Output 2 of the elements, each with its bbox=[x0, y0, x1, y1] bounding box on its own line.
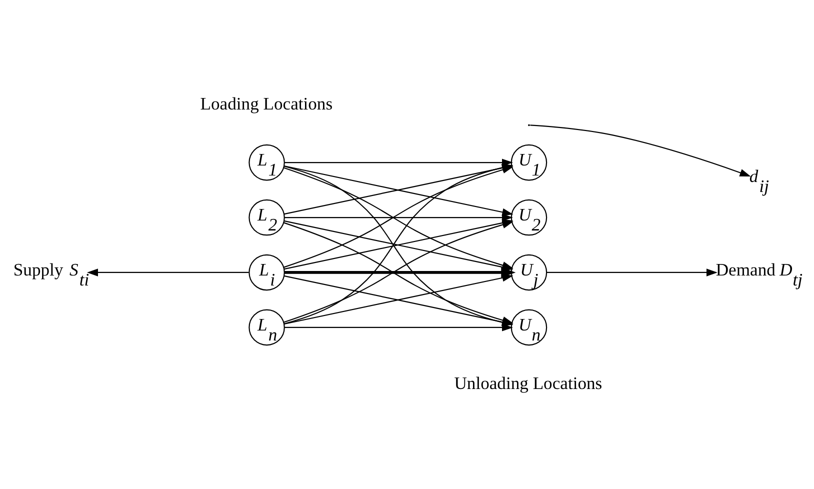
label: Loading Locations bbox=[200, 93, 332, 114]
label: Unloading Locations bbox=[454, 372, 602, 392]
